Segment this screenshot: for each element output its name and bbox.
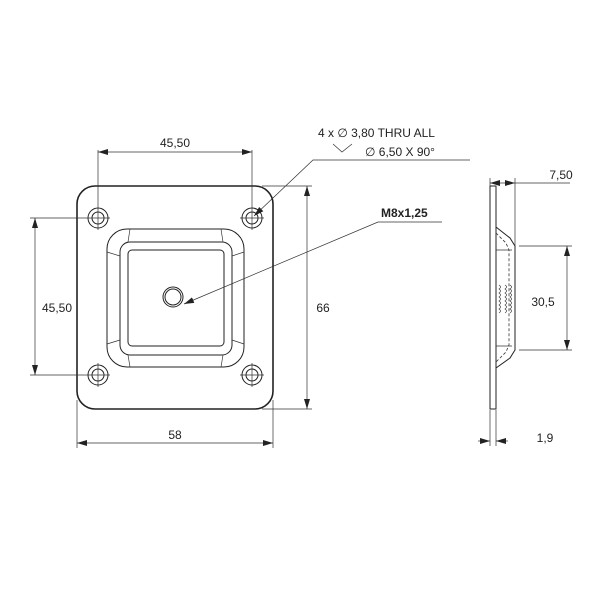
mounting-hole [240,206,264,230]
dim-label-30-5: 30,5 [531,295,555,309]
dim-label-1-9: 1,9 [537,431,554,445]
recess-inner [127,249,225,347]
plate-outline [76,185,274,410]
recess-corner-lines [106,228,245,368]
thread-callout: M8x1,25 [183,206,442,305]
dim-label-45-50-left: 45,50 [42,301,72,315]
dimension-total-depth: 7,50 [489,168,573,246]
dimension-boss-height: 30,5 [519,245,572,351]
countersink-icon [332,143,353,153]
recess-outer [106,228,245,368]
dimension-width: 58 [76,400,274,448]
dimension-plate-thickness: 1,9 [478,410,554,446]
mounting-hole [86,206,110,230]
dim-label-45-50-top: 45,50 [160,136,190,150]
dimension-hole-spacing-horizontal: 45,50 [97,136,253,206]
dim-label-7-50: 7,50 [549,168,573,182]
hole-callout-line1: 4 x ∅ 3,80 THRU ALL [318,126,435,140]
boss-profile [495,226,516,369]
hole-callout: 4 x ∅ 3,80 THRU ALL ∅ 6,50 X 90° [253,126,470,217]
hole-callout-line2: ∅ 6,50 X 90° [365,145,435,159]
dimension-height: 66 [262,185,330,410]
mounting-hole [240,363,264,387]
side-view: 7,50 30,5 1,9 [478,168,573,446]
thread-callout-label: M8x1,25 [381,206,428,220]
plate-side [489,185,497,410]
dimension-hole-spacing-vertical: 45,50 [30,217,86,376]
mounting-holes [86,206,264,387]
center-threaded-hole [162,286,184,308]
recess-middle [119,241,233,356]
mounting-hole [86,363,110,387]
dim-label-58: 58 [168,428,182,442]
thread-hatching [498,284,512,314]
front-view: 45,50 45,50 66 58 4 x ∅ 3,80 THRU ALL ∅ … [30,126,470,448]
dim-label-66: 66 [316,301,330,315]
